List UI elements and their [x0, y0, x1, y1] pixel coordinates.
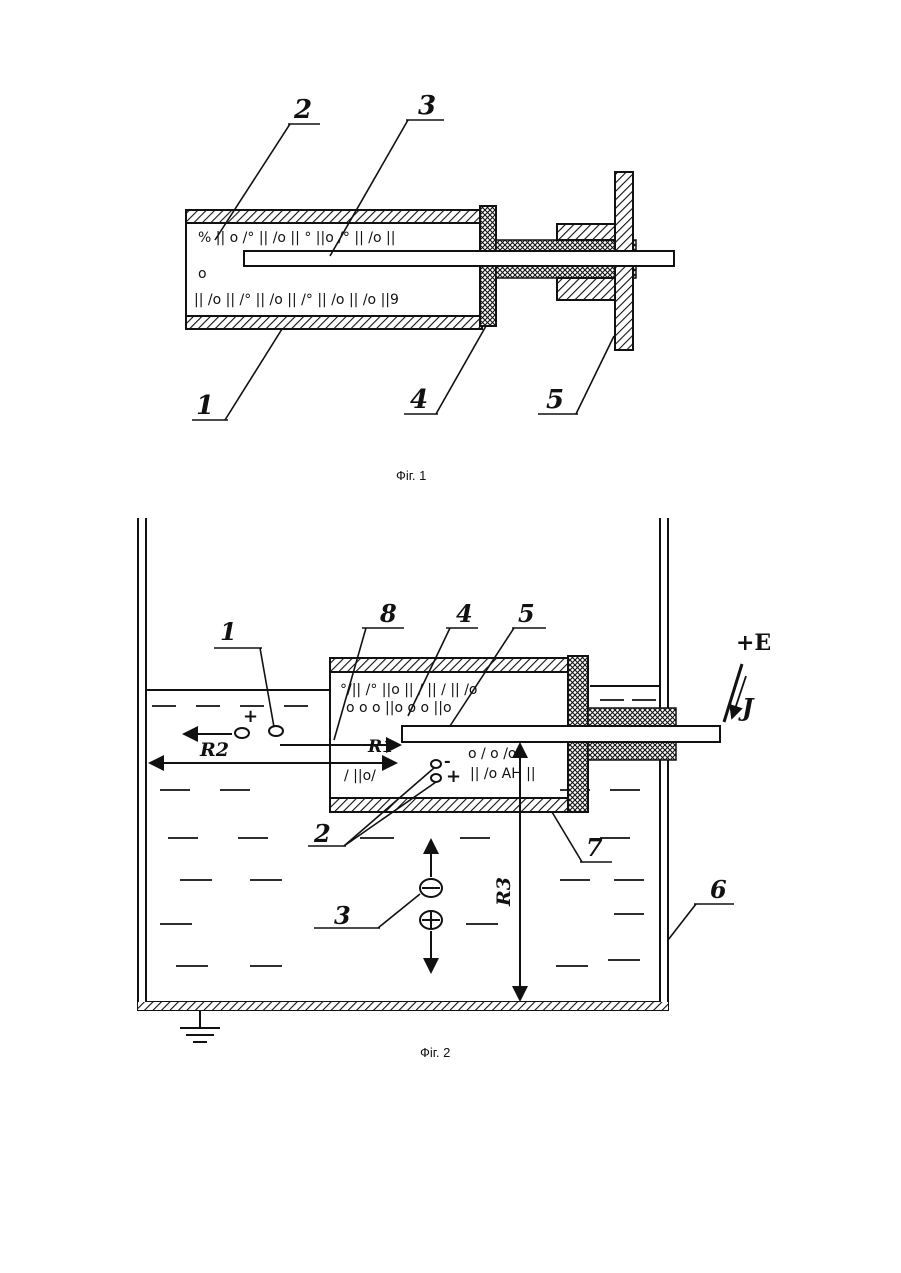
svg-text:% || o /° || /o || ° |: % || o /° || /o || ° ||o /° || /o ||: [198, 230, 395, 246]
figure-1: % || o /° || /o || ° ||o /° || /o || o |…: [186, 91, 674, 421]
svg-text:|| /o AH ||: || /o AH ||: [470, 766, 536, 782]
fig1-label-2: 2: [293, 95, 312, 125]
svg-text:|| /o || /° || /o || /°: || /o || /° || /o || /° || /o || /o ||9: [194, 292, 399, 308]
fig2-label-1: 1: [220, 617, 237, 646]
fig2-rod-electrode: [402, 726, 720, 742]
fig2-callout-7: 7: [552, 812, 612, 862]
fig2-label-7: 7: [586, 833, 603, 862]
fig1-callout-1: 1: [192, 329, 282, 421]
svg-text:°/|| /° ||o || / || / |: °/|| /° ||o || / || / || /o: [340, 682, 477, 698]
figure-2: °/|| /° ||o || / || / || /o o o o ||o o …: [138, 518, 771, 1042]
svg-text:o / o /o: o / o /o: [468, 746, 516, 762]
fig1-callout-4: 4: [404, 326, 486, 415]
svg-text:o: o: [198, 266, 207, 282]
figure-1-caption: Фіг. 1: [396, 468, 426, 483]
fig2-label-8: 8: [379, 599, 397, 628]
current-label: J: [738, 693, 755, 722]
fig2-bushing-lower: [588, 742, 676, 760]
fig2-label-3: 3: [334, 901, 351, 930]
fig1-rod-electrode: [244, 251, 674, 266]
plus-label-left: +: [243, 706, 258, 727]
svg-text:o o o ||o o o ||o: o o o ||o o o ||o: [346, 700, 452, 716]
voltage-label: +E: [736, 630, 771, 656]
fig1-shell-bottom-wall: [186, 316, 482, 329]
fig1-label-1: 1: [196, 391, 214, 421]
fig1-flange-collar-bottom: [557, 278, 617, 300]
fig2-particles: [235, 726, 442, 929]
fig2-tank-bottom-hatch: [138, 1002, 668, 1010]
fig2-bushing-upper: [588, 708, 676, 726]
fig2-label-6: 6: [710, 875, 727, 904]
ground-icon: [180, 1010, 220, 1042]
fig2-shell-top-wall: [330, 658, 570, 672]
r1-label: R1: [367, 737, 394, 757]
fig2-callout-3: 3: [314, 894, 420, 930]
fig2-callout-6: 6: [668, 875, 734, 940]
minus-label: -: [444, 751, 451, 770]
r2-label: R2: [199, 739, 229, 761]
fig1-label-3: 3: [418, 91, 436, 121]
fig1-callout-5: 5: [538, 336, 614, 415]
fig2-shell-bottom-wall: [330, 798, 570, 812]
svg-text:/ ||o/: / ||o/: [344, 768, 376, 784]
fig2-label-5: 5: [518, 599, 535, 628]
fig1-label-5: 5: [546, 385, 564, 415]
fig1-label-4: 4: [410, 385, 428, 415]
fig2-label-2: 2: [313, 819, 331, 848]
figure-2-caption: Фіг. 2: [420, 1045, 450, 1060]
r3-label: R3: [493, 877, 515, 907]
fig1-flange-collar-top: [557, 224, 617, 240]
fig1-granular-filling: % || o /° || /o || ° ||o /° || /o || o |…: [194, 230, 399, 308]
fig2-label-4: 4: [456, 599, 473, 628]
